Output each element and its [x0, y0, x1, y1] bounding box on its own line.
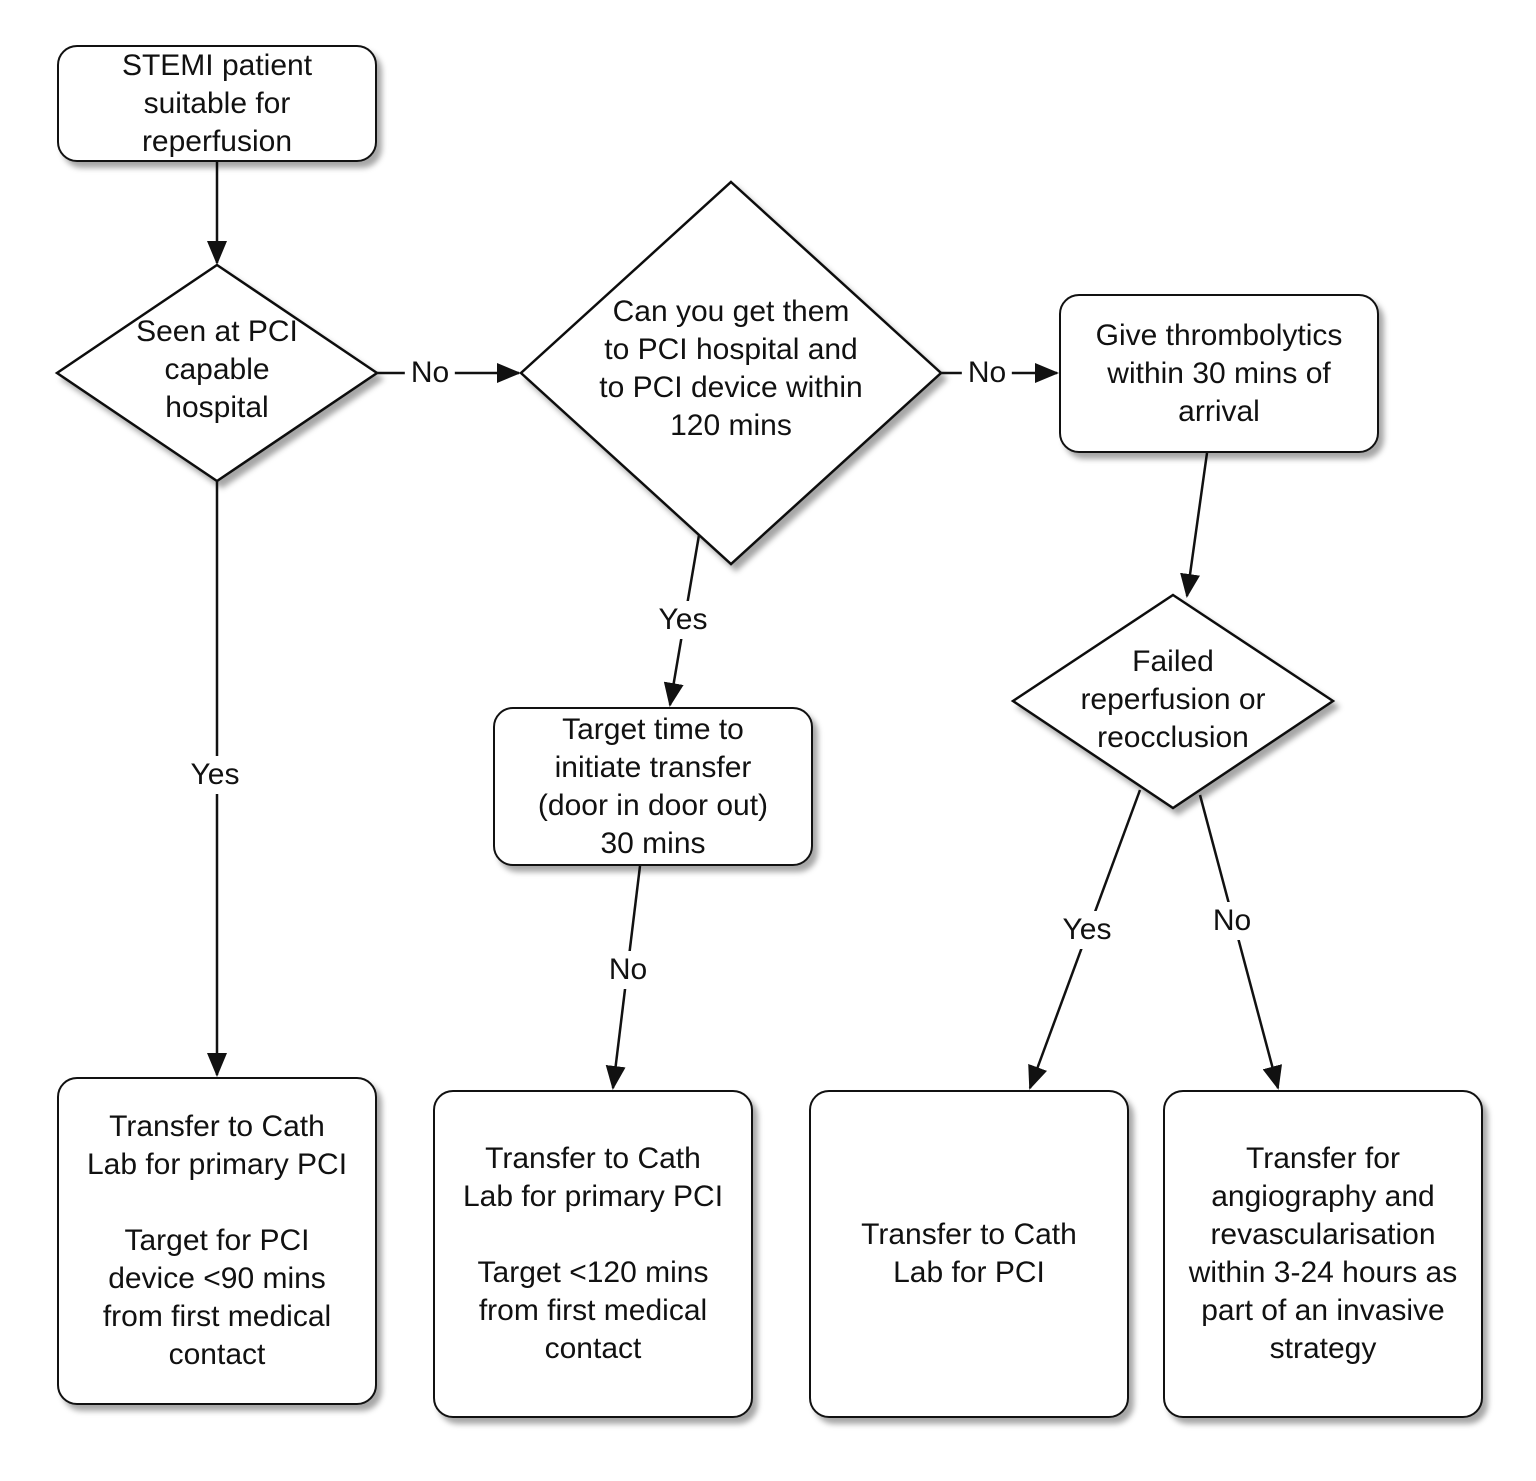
- decision-within-120-text: Can you get them to PCI hospital and to …: [599, 295, 863, 442]
- outcome-cath-pci-text: Transfer to Cath Lab for PCI: [861, 1218, 1077, 1289]
- outcome-primary-pci-120: Transfer to Cath Lab for primary PCI Tar…: [433, 1090, 753, 1418]
- thrombolytics-node: Give thrombolytics within 30 mins of arr…: [1059, 294, 1379, 453]
- start-node-text: STEMI patient suitable for reperfusion: [121, 48, 313, 158]
- target-transfer-node: Target time to initiate transfer (door i…: [493, 707, 813, 866]
- decision-failed-shape: [1010, 593, 1336, 810]
- outcome-primary-pci-90-target: Target for PCI device <90 mins from firs…: [102, 1224, 332, 1371]
- start-node: STEMI patient suitable for reperfusion: [57, 45, 377, 162]
- edge-label-pci-no: No: [404, 354, 456, 392]
- arrow-failed-no: [1198, 794, 1283, 1090]
- outcome-primary-pci-120-title: Transfer to Cath Lab for primary PCI: [462, 1142, 724, 1213]
- edge-label-failed-yes: Yes: [1056, 911, 1118, 949]
- edge-label-target-no: No: [602, 951, 654, 989]
- decision-pci-capable-text: Seen at PCI capable hospital: [136, 315, 298, 424]
- edge-label-failed-no: No: [1206, 902, 1258, 940]
- outcome-primary-pci-90: Transfer to Cath Lab for primary PCI Tar…: [57, 1077, 377, 1405]
- decision-within-120-shape: [519, 180, 943, 566]
- target-transfer-node-text: Target time to initiate transfer (door i…: [537, 712, 769, 860]
- decision-failed-text: Failed reperfusion or reocclusion: [1080, 645, 1266, 754]
- edge-label-within120-no: No: [961, 354, 1013, 392]
- arrow-thrombolytics-to-failed: [1180, 452, 1209, 598]
- outcome-primary-pci-120-target: Target <120 mins from first medical cont…: [477, 1256, 709, 1365]
- outcome-angiography: Transfer for angiography and revasculari…: [1163, 1090, 1483, 1418]
- edge-label-pci-yes: Yes: [184, 756, 246, 794]
- outcome-primary-pci-90-title: Transfer to Cath Lab for primary PCI: [86, 1110, 348, 1181]
- edge-label-within120-yes: Yes: [652, 601, 714, 639]
- outcome-angiography-text: Transfer for angiography and revasculari…: [1188, 1142, 1458, 1365]
- outcome-cath-pci: Transfer to Cath Lab for PCI: [809, 1090, 1129, 1418]
- thrombolytics-node-text: Give thrombolytics within 30 mins of arr…: [1095, 318, 1343, 428]
